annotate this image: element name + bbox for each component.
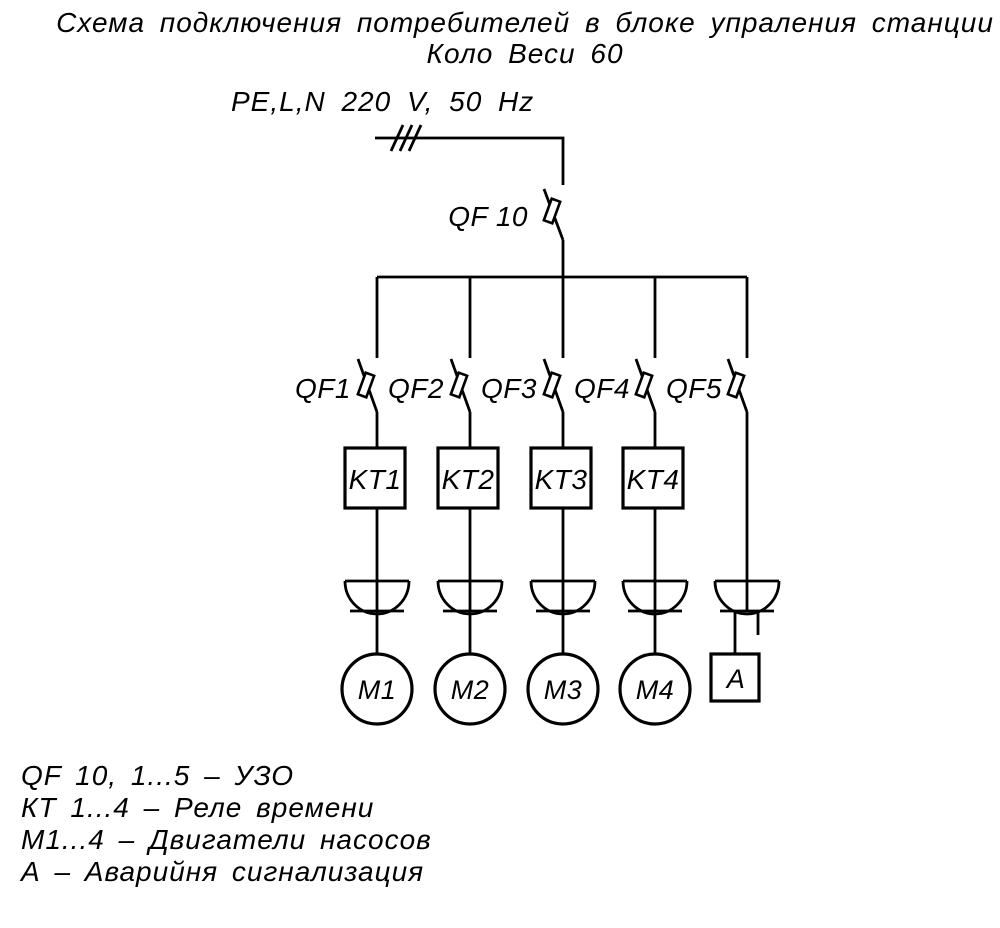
main-breaker-qf10: QF 10	[448, 188, 565, 277]
main-breaker-label: QF 10	[448, 201, 528, 232]
socket-connector	[436, 579, 504, 616]
breaker-label-qf4: QF4	[574, 373, 630, 404]
page-title-line2: Коло Веси 60	[426, 38, 624, 69]
socket-connector	[713, 579, 781, 654]
legend-line-qf: QF 10, 1...5 – УЗО	[21, 760, 295, 791]
relay-label-kt2: KT2	[442, 464, 495, 495]
legend-line-kt: КТ 1...4 – Реле времени	[21, 792, 375, 823]
relay-box-kt1	[343, 446, 407, 510]
legend-line-a: А – Аварийня сигнализация	[21, 856, 425, 887]
three-phase-marks-icon	[389, 124, 423, 152]
breaker-release	[449, 370, 469, 400]
breaker-release	[542, 196, 562, 226]
relay-box-kt4	[621, 446, 685, 510]
breaker-qf2	[449, 358, 472, 413]
relay-box-kt2	[436, 446, 500, 510]
branch-3: QF3 KT3 M3	[481, 277, 600, 726]
motor-label-m3: M3	[544, 675, 583, 705]
alarm-box	[709, 652, 761, 703]
socket-bowl	[343, 580, 411, 616]
phase-slash	[389, 124, 405, 152]
socket-connector	[621, 579, 689, 616]
supply-feed	[375, 124, 565, 185]
socket-bowl	[621, 580, 689, 616]
socket-bowl	[713, 580, 781, 616]
breaker-label-qf3: QF3	[481, 373, 537, 404]
branch-2: QF2 KT2 M2	[388, 277, 507, 726]
socket-connector	[529, 579, 597, 616]
relay-label-kt3: KT3	[535, 464, 588, 495]
phase-slash	[398, 124, 414, 152]
motor-circle-m2	[433, 652, 507, 726]
motor-circle-m1	[340, 652, 414, 726]
relay-label-kt4: KT4	[627, 464, 680, 495]
breaker-release	[726, 370, 746, 400]
branch-4: QF4 KT4 M4	[574, 277, 692, 726]
breaker-release	[542, 370, 562, 400]
motor-label-m2: M2	[451, 675, 490, 705]
relay-label-kt1: KT1	[349, 464, 402, 495]
breaker-release	[634, 370, 654, 400]
branch-5: QF5 A	[666, 277, 781, 703]
breaker-label-qf5: QF5	[666, 373, 722, 404]
motor-circle-m3	[526, 652, 600, 726]
motor-label-m4: M4	[636, 675, 675, 705]
breaker-label-qf2: QF2	[388, 373, 444, 404]
socket-bowl	[436, 580, 504, 616]
breaker-release	[356, 370, 376, 400]
phase-slash	[407, 124, 423, 152]
page-title-line1: Схема подключения потребителей в блоке у…	[56, 7, 994, 38]
legend: QF 10, 1...5 – УЗО КТ 1...4 – Реле време…	[21, 760, 432, 888]
breaker-qf3	[542, 358, 565, 413]
alarm-label: A	[725, 664, 746, 694]
supply-label: PE,L,N 220 V, 50 Hz	[231, 86, 535, 117]
socket-bowl	[529, 580, 597, 616]
branch-1: QF1 KT1 M1	[295, 277, 414, 726]
socket-connector	[343, 579, 411, 616]
legend-line-m: М1...4 – Двигатели насосов	[21, 824, 432, 855]
breaker-qf5	[726, 358, 749, 413]
feed-wire	[375, 136, 565, 185]
page-title: Схема подключения потребителей в блоке у…	[0, 7, 1000, 69]
breaker-qf4	[634, 358, 657, 413]
motor-label-m1: M1	[358, 675, 397, 705]
breaker-label-qf1: QF1	[295, 373, 351, 404]
relay-box-kt3	[529, 446, 593, 510]
motor-circle-m4	[618, 652, 692, 726]
breaker-qf1	[356, 358, 379, 413]
